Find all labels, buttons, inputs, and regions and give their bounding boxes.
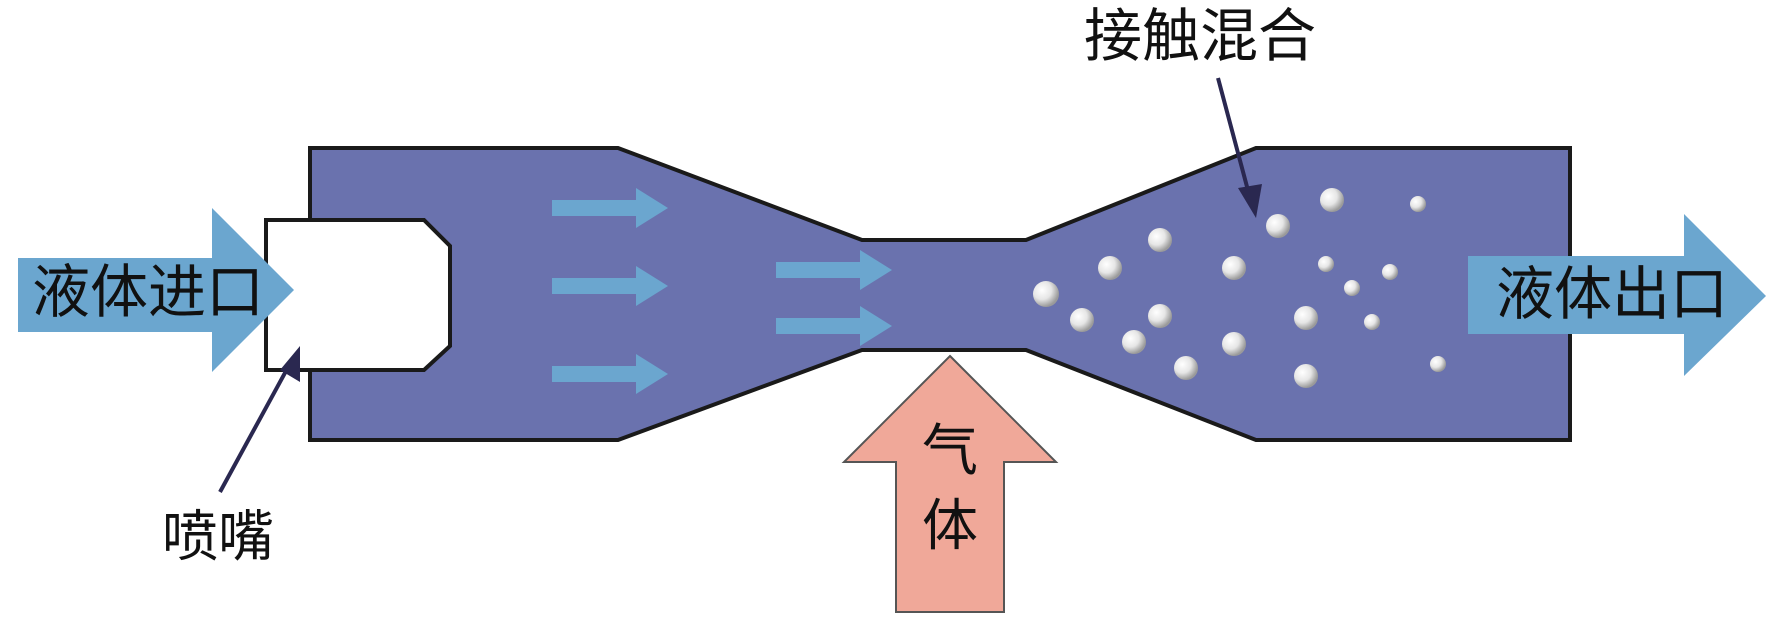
liquid-inlet-label: 液体进口: [32, 258, 264, 326]
bubble-icon: [1148, 228, 1172, 252]
bubble-icon: [1122, 330, 1146, 354]
gas-bubbles: [1033, 188, 1446, 388]
right-arrow-icon: [552, 266, 668, 306]
flow-arrows: [552, 188, 892, 394]
contact-mixing-label: 接触混合: [1084, 2, 1316, 70]
bubble-icon: [1098, 256, 1122, 280]
right-arrow-icon: [776, 250, 892, 290]
pointer-arrowhead: [1238, 184, 1262, 218]
bubble-icon: [1344, 280, 1360, 296]
bubble-icon: [1222, 332, 1246, 356]
gas-label-line1: 气: [922, 419, 978, 484]
bubble-icon: [1294, 306, 1318, 330]
liquid-outlet-arrow: 液体出口: [1468, 214, 1766, 376]
bubble-icon: [1318, 256, 1334, 272]
pointer-arrowhead: [280, 346, 300, 382]
bubble-icon: [1222, 256, 1246, 280]
gas-inlet-arrow: 气 体: [841, 354, 1059, 613]
right-arrow-icon: [552, 354, 668, 394]
right-arrow-icon: [552, 188, 668, 228]
up-arrow-icon: [841, 354, 1059, 613]
bubble-icon: [1320, 188, 1344, 212]
bubble-icon: [1174, 356, 1198, 380]
bubble-icon: [1033, 281, 1059, 307]
gas-label-line2: 体: [922, 494, 978, 559]
bubble-icon: [1148, 304, 1172, 328]
bubble-icon: [1410, 196, 1426, 212]
right-arrow-icon: [776, 306, 892, 346]
outlet-arrow-shape: [1468, 214, 1766, 376]
bubble-icon: [1430, 356, 1446, 372]
liquid-outlet-label: 液体出口: [1496, 260, 1728, 328]
nozzle-label: 喷嘴: [162, 505, 274, 570]
bubble-icon: [1070, 308, 1094, 332]
inlet-arrow-shape: [18, 208, 294, 372]
bubble-icon: [1294, 364, 1318, 388]
bubble-icon: [1266, 214, 1290, 238]
bubble-icon: [1382, 264, 1398, 280]
bubble-icon: [1364, 314, 1380, 330]
mixing-pointer: 接触混合: [1084, 2, 1316, 218]
nozzle-pointer: 喷嘴: [162, 346, 300, 570]
nozzle: [264, 218, 452, 372]
liquid-inlet-arrow: 液体进口: [18, 208, 294, 372]
